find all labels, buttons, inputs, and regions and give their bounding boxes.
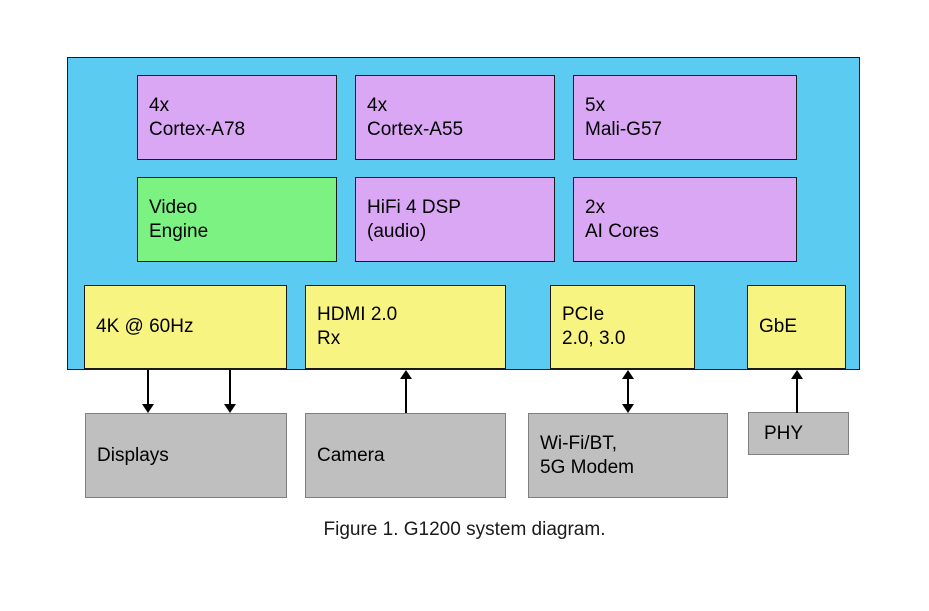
arrow-phy-to-gbe xyxy=(791,370,803,413)
block-hdmi-rx: HDMI 2.0 Rx xyxy=(305,285,506,369)
figure-caption: Figure 1. G1200 system diagram. xyxy=(323,519,606,540)
arrow-line xyxy=(147,370,149,405)
block-displays: Displays xyxy=(85,413,287,498)
arrow-line xyxy=(796,378,798,413)
arrow-camera-to-hdmi xyxy=(400,370,412,413)
block-pcie: PCIe 2.0, 3.0 xyxy=(550,285,695,369)
arrowhead-up-icon xyxy=(791,370,803,379)
arrowhead-down-icon xyxy=(622,404,634,413)
block-ai-cores: 2x AI Cores xyxy=(573,177,797,262)
arrowhead-down-icon xyxy=(142,404,154,413)
arrowhead-up-icon xyxy=(400,370,412,379)
arrowhead-down-icon xyxy=(224,404,236,413)
block-hifi4-dsp: HiFi 4 DSP (audio) xyxy=(355,177,555,262)
arrowhead-up-icon xyxy=(622,370,634,379)
arrow-line xyxy=(405,378,407,413)
arrow-line xyxy=(627,378,629,405)
block-mali-g57: 5x Mali-G57 xyxy=(573,75,797,160)
arrow-displayout-to-displays-1 xyxy=(142,370,154,413)
block-gbe: GbE xyxy=(747,285,846,369)
block-wifi-modem: Wi-Fi/BT, 5G Modem xyxy=(528,413,728,498)
arrow-pcie-wifi-bidirectional xyxy=(622,370,634,413)
block-cortex-a55: 4x Cortex-A55 xyxy=(355,75,555,160)
arrow-line xyxy=(229,370,231,405)
block-cortex-a78: 4x Cortex-A78 xyxy=(137,75,337,160)
block-display-out: 4K @ 60Hz xyxy=(84,285,287,369)
block-phy: PHY xyxy=(748,412,849,455)
block-video-engine: Video Engine xyxy=(137,177,337,262)
arrow-displayout-to-displays-2 xyxy=(224,370,236,413)
block-camera: Camera xyxy=(305,413,506,498)
